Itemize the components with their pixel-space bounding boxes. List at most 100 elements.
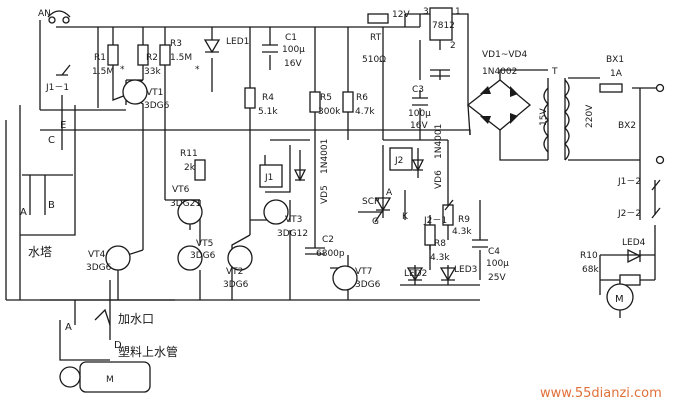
r11-label: R11 [180, 149, 198, 159]
c4-value-1: 100μ [486, 259, 509, 269]
tank-b-label: B [48, 200, 55, 211]
motor [606, 283, 634, 311]
vd5-label: VD5 [320, 185, 330, 204]
electrode-e-label: E [60, 120, 66, 131]
scr-label: SCR [362, 197, 380, 207]
water-inlet [94, 308, 111, 326]
scr-a-label: A [386, 188, 393, 198]
vt3-transistor [263, 199, 289, 225]
j1-label: J1 [264, 173, 273, 183]
vt5-part: 3DG6 [190, 251, 216, 261]
r1-star: * [120, 65, 125, 75]
an-label: AN [38, 9, 51, 19]
j2-relay-coil [389, 147, 413, 171]
c1-value-1: 100μ [282, 45, 305, 55]
rt-thermistor [367, 13, 389, 24]
vd1-4-label: VD1~VD4 [482, 50, 527, 60]
r5-value: 300k [318, 107, 341, 117]
vd6-label: VD6 [434, 170, 444, 189]
r2-value: 33k [144, 67, 161, 77]
inlet-label: 加水口 [118, 312, 154, 326]
vt2-transistor [227, 245, 253, 271]
r3-value: 1.5M [170, 53, 192, 63]
electrode-c-label: C [48, 135, 55, 146]
r1-label: R1 [94, 53, 106, 63]
ac-terminal-top [655, 83, 665, 93]
r3-label: R3 [170, 39, 182, 49]
vt2-label: VT2 [226, 267, 243, 277]
j1-1-label: J1－1 [45, 83, 69, 93]
labels: AN J1－1 R1 1.5M * R2 33k R3 1.5M * LED1 … [20, 7, 662, 401]
components [22, 7, 665, 393]
t-label: T [551, 67, 558, 77]
c4-capacitor [472, 239, 488, 248]
r11-resistor [194, 159, 206, 181]
220v-label: 220V [585, 104, 595, 128]
c2-value: 6800p [316, 249, 345, 259]
watermark: www.55dianzi.com [540, 386, 662, 401]
r8-value: 4.3k [430, 253, 450, 263]
r2-label: R2 [146, 53, 158, 63]
r10-label: R10 [580, 251, 598, 261]
7812-name: 7812 [432, 21, 455, 31]
c2-label: C2 [322, 235, 334, 245]
c1-label: C1 [285, 33, 297, 43]
vt1-part: 3DG6 [144, 101, 170, 111]
scr-g-label: G [372, 217, 379, 227]
j2-2-label: J2－2 [617, 209, 641, 219]
vt4-part: 3DG6 [86, 263, 112, 273]
r9-resistor [442, 204, 454, 226]
vd6-part: 1N4001 [434, 124, 444, 159]
bridge-diode-4 [510, 113, 518, 124]
an-switch-lever [47, 10, 71, 18]
r1-resistor [107, 44, 119, 66]
c3-capacitor [412, 97, 428, 106]
bridge-diode-3 [480, 116, 491, 124]
vd5-diode [293, 169, 307, 182]
vt5-label: VT5 [196, 239, 213, 249]
led4 [627, 248, 642, 264]
r10-value: 68k [582, 265, 599, 275]
bridge-diode-2 [510, 86, 518, 97]
vt4-transistor [105, 245, 131, 271]
r5-label: R5 [320, 93, 332, 103]
wiring [5, 13, 660, 361]
vt7-transistor [332, 265, 358, 291]
c3-value-1: 100μ [408, 109, 431, 119]
j1-2-contact [651, 179, 661, 191]
r4-value: 5.1k [258, 107, 278, 117]
r4-label: R4 [262, 93, 274, 103]
vt5-transistor [177, 245, 203, 271]
j1-1-contact [56, 64, 71, 76]
c-regulator-cap [430, 69, 450, 77]
r9-label: R9 [458, 215, 470, 225]
c1-capacitor [262, 44, 278, 53]
led4-label: LED4 [622, 238, 646, 248]
rt-label: RT [370, 33, 382, 43]
vt6-transistor [177, 199, 203, 225]
led3-label: LED3 [454, 265, 477, 275]
vt7-part: 3DG6 [355, 280, 381, 290]
7812-pin1: 1 [455, 7, 461, 17]
vt1-transistor [122, 79, 148, 105]
led3 [439, 267, 457, 282]
j1-2-label: J1－2 [617, 177, 641, 187]
r6-label: R6 [356, 93, 368, 103]
an-switch-contact-left [48, 16, 56, 24]
r4-resistor [244, 87, 256, 109]
led2 [406, 267, 424, 282]
led1-label: LED1 [226, 37, 249, 47]
ac-terminal-bottom [655, 155, 665, 165]
vd1-4-part: 1N4002 [482, 67, 517, 77]
rt-value: 510Ω [362, 55, 386, 65]
c1-value-2: 16V [284, 59, 302, 69]
c2-capacitor [305, 247, 325, 255]
7812-pin2: 2 [450, 41, 456, 51]
j2-1-contact [444, 199, 454, 211]
r9-value: 4.3k [452, 227, 472, 237]
an-switch-contact-right [62, 16, 70, 24]
j2-label: J2 [394, 156, 403, 166]
12v-label: 12V [392, 10, 410, 20]
vt6-part: 3DG21 [170, 199, 201, 209]
scr [374, 197, 392, 223]
